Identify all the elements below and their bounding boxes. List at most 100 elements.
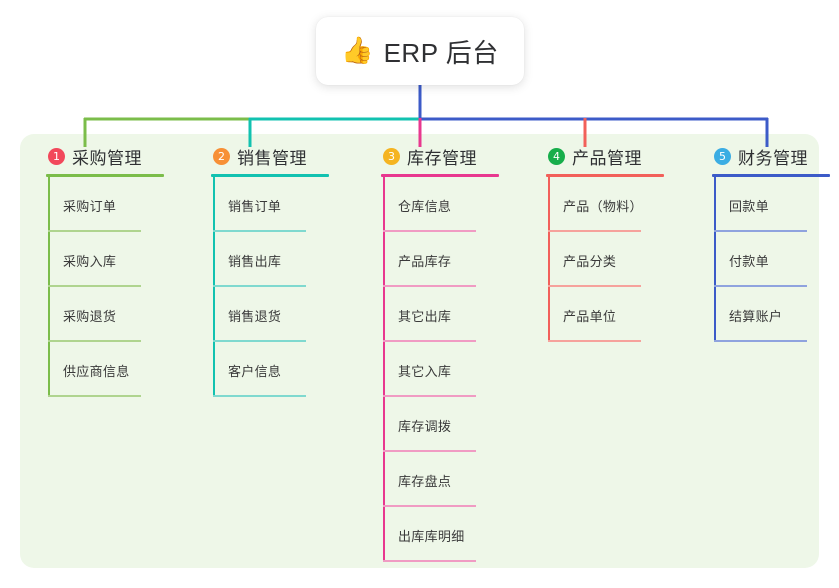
branch-item-label: 仓库信息: [398, 199, 452, 214]
branch-title: 库存管理: [407, 148, 477, 168]
branch-item-label: 付款单: [729, 254, 769, 269]
branch-item-underline: [48, 285, 141, 287]
branch-item-underline: [383, 505, 476, 507]
branch-item-label: 出库库明细: [398, 529, 465, 544]
branch-trunk-line: [714, 177, 716, 342]
branch-underline-bar: [546, 174, 664, 177]
root-node[interactable]: 👍 ERP 后台: [316, 17, 524, 85]
branch-item[interactable]: 采购入库: [48, 232, 178, 287]
branch-item-underline: [548, 230, 641, 232]
branch-items-finance: 回款单付款单结算账户: [714, 177, 839, 342]
branch-item-underline: [213, 230, 306, 232]
branch-item-label: 产品（物料）: [563, 199, 643, 214]
branch-items-sales: 销售订单销售出库销售退货客户信息: [213, 177, 343, 397]
branch-number-badge: 4: [548, 147, 565, 165]
branch-item-underline: [383, 285, 476, 287]
branch-header-inventory[interactable]: 3 库存管理: [363, 144, 513, 168]
branch-item-label: 采购退货: [63, 309, 117, 324]
branch-item[interactable]: 采购退货: [48, 287, 178, 342]
branch-item[interactable]: 采购订单: [48, 177, 178, 232]
branch-item[interactable]: 仓库信息: [383, 177, 513, 232]
branch-number-badge: 5: [714, 147, 731, 165]
branch-item-label: 采购入库: [63, 254, 117, 269]
branch-trunk-line: [383, 177, 385, 562]
branch-panel-background: [20, 134, 819, 568]
branch-item-label: 销售退货: [228, 309, 282, 324]
root-node-content: 👍 ERP 后台: [341, 33, 499, 70]
branch-item[interactable]: 产品库存: [383, 232, 513, 287]
branch-header-purchasing[interactable]: 1 采购管理: [28, 144, 178, 168]
branch-item-underline: [213, 395, 306, 397]
branch-item-underline: [548, 285, 641, 287]
branch-item[interactable]: 出库库明细: [383, 507, 513, 562]
branch-item-label: 产品分类: [563, 254, 617, 269]
branch-item[interactable]: 销售出库: [213, 232, 343, 287]
branch-trunk-line: [213, 177, 215, 397]
branch-item-underline: [383, 395, 476, 397]
root-node-label: ERP 后台: [383, 37, 499, 68]
branch-item-underline: [714, 340, 807, 342]
branch-title: 销售管理: [237, 148, 307, 168]
branch-header-product[interactable]: 4 产品管理: [528, 144, 678, 168]
branch-item-label: 结算账户: [729, 309, 783, 324]
branch-number-badge: 3: [383, 147, 400, 165]
branch-item[interactable]: 库存盘点: [383, 452, 513, 507]
branch-item-underline: [213, 285, 306, 287]
branch-item[interactable]: 客户信息: [213, 342, 343, 397]
branch-item-label: 回款单: [729, 199, 769, 214]
branch-item-label: 采购订单: [63, 199, 117, 214]
branch-item[interactable]: 产品分类: [548, 232, 678, 287]
branch-item-underline: [383, 450, 476, 452]
branch-item-underline: [48, 230, 141, 232]
branch-number-badge: 2: [213, 147, 230, 165]
branch-item[interactable]: 其它出库: [383, 287, 513, 342]
branch-trunk-line: [548, 177, 550, 342]
branch-underline-bar: [712, 174, 830, 177]
branch-item-label: 产品单位: [563, 309, 617, 324]
branch-item[interactable]: 销售订单: [213, 177, 343, 232]
branch-item-label: 库存盘点: [398, 474, 452, 489]
branch-number-badge: 1: [48, 147, 65, 165]
branch-item-underline: [548, 340, 641, 342]
branch-item-underline: [714, 285, 807, 287]
branch-items-inventory: 仓库信息产品库存其它出库其它入库库存调拨库存盘点出库库明细: [383, 177, 513, 562]
branch-item-label: 销售出库: [228, 254, 282, 269]
branch-item-label: 销售订单: [228, 199, 282, 214]
branch-underline-bar: [211, 174, 329, 177]
branch-column-product: 4 产品管理产品（物料） 产品分类产品单位: [528, 144, 678, 342]
branch-item-underline: [714, 230, 807, 232]
branch-item-label: 供应商信息: [63, 364, 130, 379]
branch-item-label: 其它出库: [398, 309, 452, 324]
branch-underline-bar: [381, 174, 499, 177]
branch-title: 采购管理: [72, 148, 142, 168]
branch-item[interactable]: 产品（物料）: [548, 177, 678, 232]
branch-item-label: 客户信息: [228, 364, 282, 379]
branch-item-underline: [383, 230, 476, 232]
branch-item[interactable]: 库存调拨: [383, 397, 513, 452]
branch-item-underline: [213, 340, 306, 342]
branch-column-sales: 2 销售管理销售订单销售出库销售退货客户信息: [193, 144, 343, 397]
branch-item-label: 其它入库: [398, 364, 452, 379]
branch-header-sales[interactable]: 2 销售管理: [193, 144, 343, 168]
branch-item[interactable]: 其它入库: [383, 342, 513, 397]
branch-items-product: 产品（物料） 产品分类产品单位: [548, 177, 678, 342]
branch-items-purchasing: 采购订单采购入库采购退货供应商信息: [48, 177, 178, 397]
branch-title: 产品管理: [572, 148, 642, 168]
branch-underline-bar: [46, 174, 164, 177]
branch-column-purchasing: 1 采购管理采购订单采购入库采购退货供应商信息: [28, 144, 178, 397]
branch-column-inventory: 3 库存管理仓库信息产品库存其它出库其它入库库存调拨库存盘点出库库明细: [363, 144, 513, 562]
branch-item-underline: [383, 340, 476, 342]
branch-item[interactable]: 付款单: [714, 232, 839, 287]
branch-item-label: 产品库存: [398, 254, 452, 269]
branch-trunk-line: [48, 177, 50, 397]
branch-item-label: 库存调拨: [398, 419, 452, 434]
branch-item[interactable]: 供应商信息: [48, 342, 178, 397]
branch-item[interactable]: 销售退货: [213, 287, 343, 342]
branch-item[interactable]: 结算账户: [714, 287, 839, 342]
branch-item[interactable]: 回款单: [714, 177, 839, 232]
branch-item[interactable]: 产品单位: [548, 287, 678, 342]
thumbs-up-icon: 👍: [341, 36, 374, 66]
